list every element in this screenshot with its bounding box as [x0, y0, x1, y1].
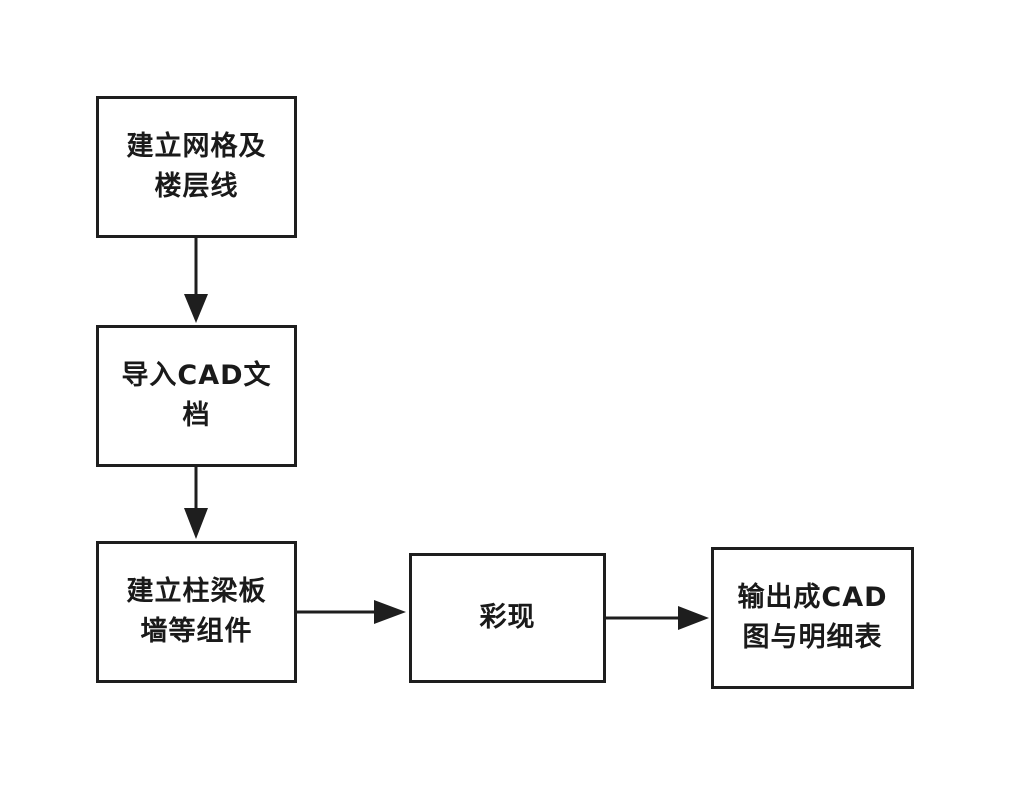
step-create-grid-node: 建立网格及 楼层线	[96, 96, 297, 238]
edge-n1-n2	[184, 238, 208, 323]
edge-n4-n5	[606, 606, 709, 630]
step-render-label: 彩现	[479, 602, 536, 633]
step-build-components-node: 建立柱梁板 墙等组件	[96, 541, 297, 683]
edge-n3-n4	[297, 600, 406, 624]
step-export-label: 输出成CAD 图与明细表	[737, 582, 888, 653]
step-export-node: 输出成CAD 图与明细表	[711, 547, 914, 689]
step-import-cad-label: 导入CAD文 档	[121, 360, 272, 431]
step-create-grid-label: 建立网格及 楼层线	[126, 131, 267, 202]
step-import-cad-node: 导入CAD文 档	[96, 325, 297, 467]
edge-n2-n3	[184, 467, 208, 539]
step-build-components-label: 建立柱梁板 墙等组件	[126, 576, 267, 647]
step-render-node: 彩现	[409, 553, 606, 683]
